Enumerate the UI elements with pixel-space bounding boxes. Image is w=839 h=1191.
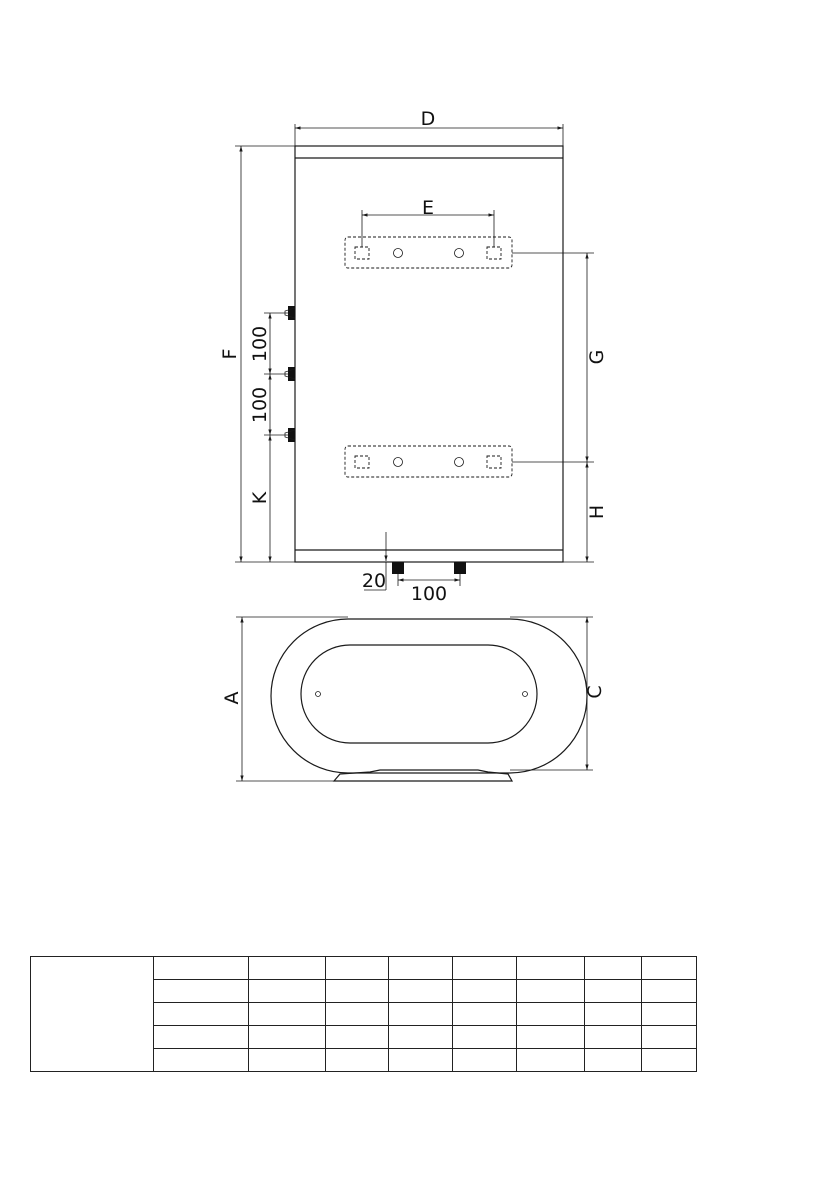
table-cell <box>516 1002 586 1026</box>
table-cell <box>516 979 586 1003</box>
bottom-pipe-fittings <box>392 562 466 574</box>
table-cell <box>247 1025 326 1049</box>
table-cell <box>584 1002 642 1026</box>
upper-mounting-bracket <box>344 236 513 269</box>
table-cell <box>153 979 249 1003</box>
dimension-labels: D E F 100 100 K G H 20 100 <box>219 108 608 605</box>
table-cell <box>388 1048 454 1072</box>
table-row <box>31 1048 698 1072</box>
table-cell <box>584 979 642 1003</box>
dimension-lines <box>235 124 594 591</box>
label-h: H <box>586 505 608 519</box>
table-cell <box>452 1002 518 1026</box>
top-view: A C <box>221 616 606 782</box>
table-row <box>31 1025 698 1049</box>
table-cell <box>452 979 518 1003</box>
label-f: F <box>219 349 241 360</box>
table-cell <box>324 979 390 1003</box>
table-cell <box>452 1025 518 1049</box>
table-cell <box>640 1025 698 1049</box>
table-cell <box>388 979 454 1003</box>
table-cell <box>324 1048 390 1072</box>
label-spacing-lower: 100 <box>249 387 271 423</box>
spec-table-body <box>29 956 698 1072</box>
table-cell <box>153 956 249 980</box>
label-k: K <box>249 491 271 504</box>
label-c: C <box>584 685 606 698</box>
table-header-cell <box>29 956 155 1072</box>
table-cell <box>640 1002 698 1026</box>
table-row <box>31 979 698 1003</box>
table-cell <box>247 956 326 980</box>
table-cell <box>388 956 454 980</box>
table-cell <box>452 1048 518 1072</box>
tank-body <box>294 145 564 563</box>
label-g: G <box>586 350 608 365</box>
table-cell <box>153 1002 249 1026</box>
table-cell <box>516 956 586 980</box>
label-bottom-offset: 20 <box>362 570 386 592</box>
left-screw <box>315 691 321 697</box>
table-cell <box>452 956 518 980</box>
inner-shell <box>300 644 538 744</box>
spec-table <box>29 956 698 1072</box>
table-row <box>29 956 698 1072</box>
table-cell <box>388 1025 454 1049</box>
mounting-foot <box>332 769 514 782</box>
table-cell <box>584 956 642 980</box>
table-cell <box>640 956 698 980</box>
table-cell <box>247 979 326 1003</box>
right-screw <box>522 691 528 697</box>
table-row <box>31 1002 698 1026</box>
table-cell <box>584 1048 642 1072</box>
table-cell <box>640 1048 698 1072</box>
table-cell <box>640 979 698 1003</box>
label-spacing-upper: 100 <box>249 326 271 362</box>
table-cell <box>388 1002 454 1026</box>
label-a: A <box>221 692 243 705</box>
label-bottom-pipe-spacing: 100 <box>411 583 447 605</box>
table-cell <box>247 1002 326 1026</box>
outer-shell <box>270 618 588 774</box>
table-cell <box>153 1048 249 1072</box>
table-cell <box>516 1048 586 1072</box>
table-cell <box>324 956 390 980</box>
table-cell <box>324 1002 390 1026</box>
label-d: D <box>421 108 436 130</box>
table-cell <box>584 1025 642 1049</box>
table-cell <box>516 1025 586 1049</box>
table-cell <box>247 1048 326 1072</box>
label-e: E <box>422 197 434 219</box>
table-cell <box>324 1025 390 1049</box>
table-cell <box>153 1025 249 1049</box>
lower-mounting-bracket <box>344 445 513 478</box>
